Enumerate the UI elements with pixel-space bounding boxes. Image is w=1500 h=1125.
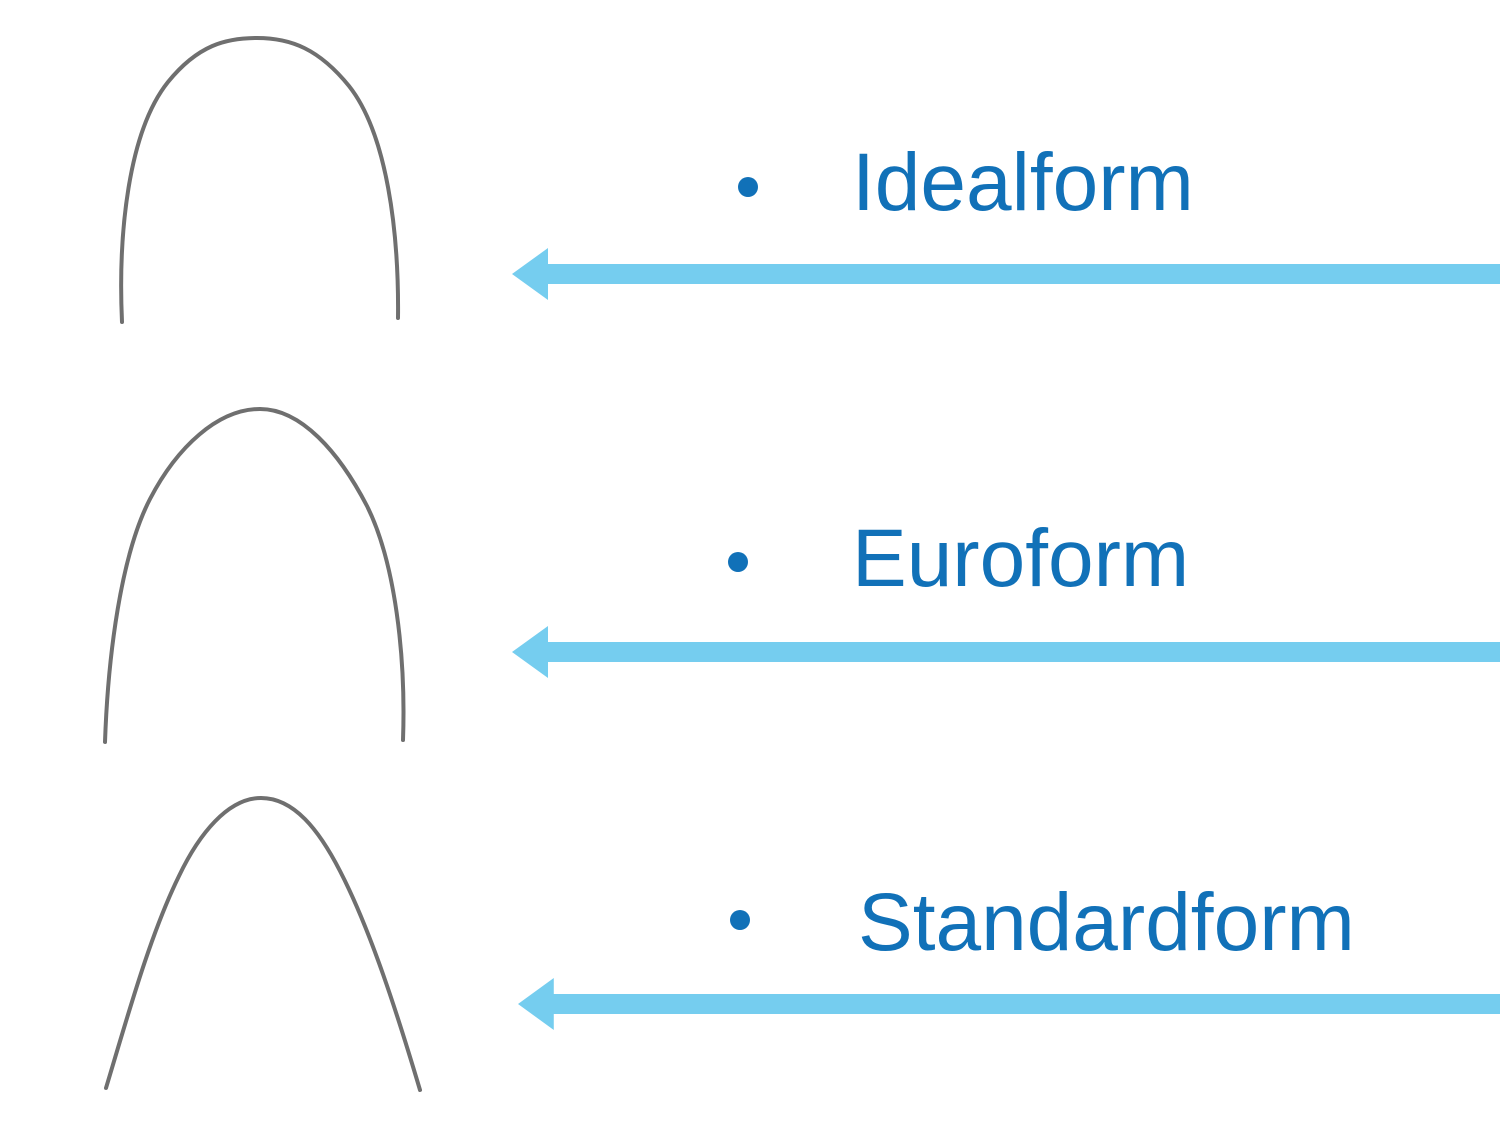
- bullet-icon: [738, 177, 758, 197]
- bullet-icon: [730, 910, 750, 930]
- label-idealform: Idealform: [852, 137, 1194, 228]
- euroform-wire-curve: [103, 406, 406, 744]
- left-arrow-icon: [512, 626, 1500, 678]
- left-arrow-shape: [518, 978, 1500, 1030]
- label-euroform: Euroform: [852, 513, 1190, 604]
- bullet-icon: [728, 552, 748, 572]
- left-arrow-shape: [512, 626, 1500, 678]
- left-arrow-icon: [518, 978, 1500, 1030]
- left-arrow-icon: [512, 248, 1500, 300]
- label-standardform: Standardform: [858, 877, 1355, 968]
- standardform-archwire-image: [104, 795, 422, 1092]
- standardform-wire-curve: [104, 795, 422, 1092]
- idealform-wire-curve: [119, 35, 401, 324]
- left-arrow-shape: [512, 248, 1500, 300]
- euroform-archwire-image: [103, 406, 406, 744]
- idealform-archwire-image: [119, 35, 401, 324]
